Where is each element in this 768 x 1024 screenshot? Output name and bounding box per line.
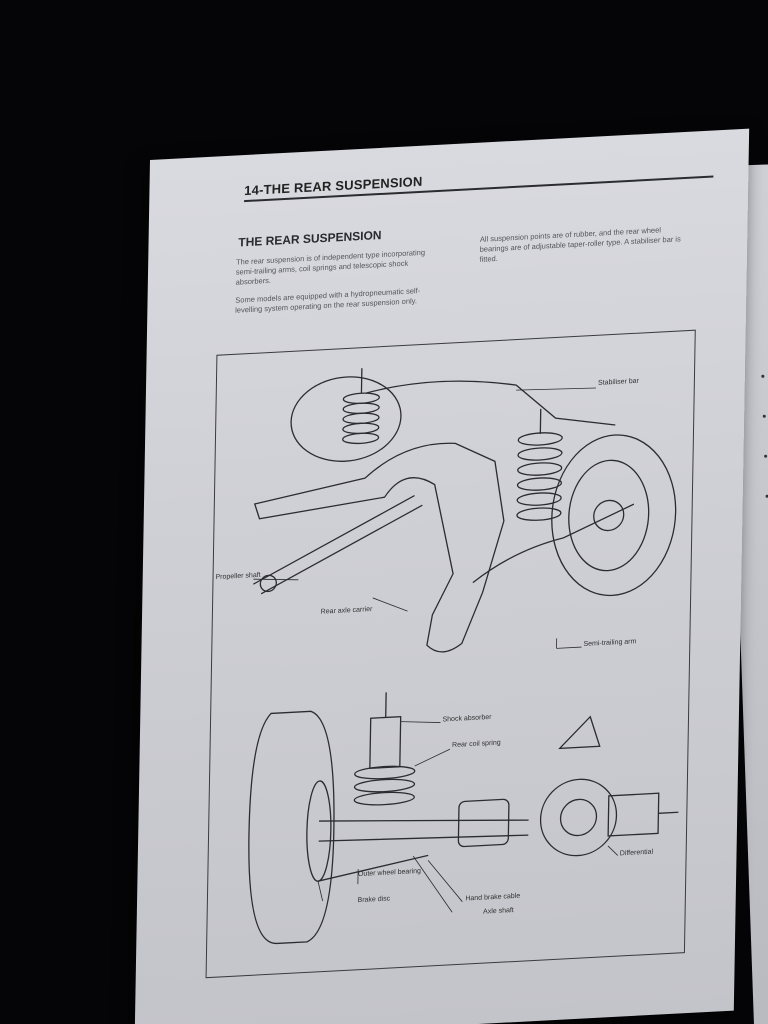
- chapter-header: 14-THE REAR SUSPENSION: [244, 158, 714, 203]
- hand-brake-cable: [317, 854, 429, 882]
- shock-absorber: [369, 715, 402, 770]
- intro-left-column: The rear suspension is of independent ty…: [235, 247, 436, 324]
- section-title: THE REAR SUSPENSION: [238, 227, 382, 250]
- semi-trailing-arm: [472, 503, 635, 584]
- differential: [539, 715, 679, 857]
- right-coil-spring: [516, 408, 563, 521]
- stabiliser-bar: [366, 380, 616, 426]
- adjacent-bullet: [761, 374, 765, 378]
- rear-coil-spring: [353, 765, 416, 806]
- intro-paragraph-2: Some models are equipped with a hydropne…: [235, 286, 421, 315]
- intro-right-column: All suspension points are of rubber, and…: [479, 225, 681, 264]
- wheel-hub: [593, 499, 625, 532]
- left-coil-spring: [342, 368, 380, 445]
- right-rear-wheel: [551, 434, 677, 597]
- left-rear-wheel: [290, 376, 402, 462]
- propeller-shaft: [253, 495, 423, 595]
- axle-shaft: [318, 819, 529, 842]
- brake-disc: [306, 780, 332, 882]
- manual-page: 14-THE REAR SUSPENSION THE REAR SUSPENSI…: [134, 128, 750, 1024]
- rear-axle-carrier: [253, 442, 505, 653]
- adjacent-bullet: [762, 414, 766, 418]
- wheel-section: [248, 710, 335, 945]
- suspension-drawing: [248, 368, 679, 945]
- adjacent-bullet: [764, 454, 768, 458]
- intro-paragraph-1: The rear suspension is of independent ty…: [235, 247, 426, 287]
- suspension-figure: Stabiliser bar Propeller shaft Rear axle…: [205, 329, 696, 979]
